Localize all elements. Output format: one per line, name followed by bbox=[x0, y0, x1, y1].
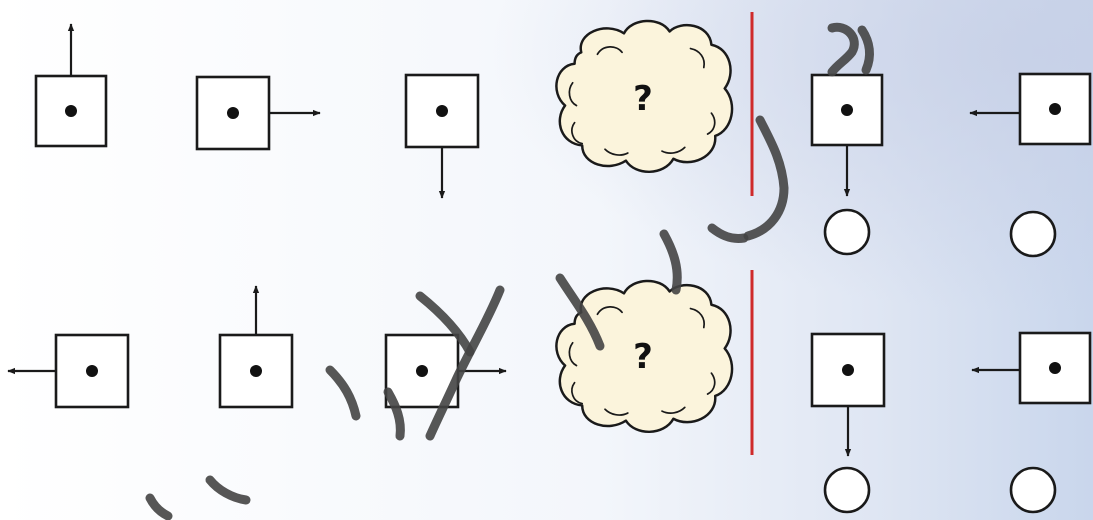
row2-unknown-cloud: ? bbox=[556, 281, 732, 432]
row1-unknown-cloud: ? bbox=[556, 21, 732, 172]
question-mark: ? bbox=[633, 79, 653, 119]
question-mark: ? bbox=[633, 337, 653, 377]
